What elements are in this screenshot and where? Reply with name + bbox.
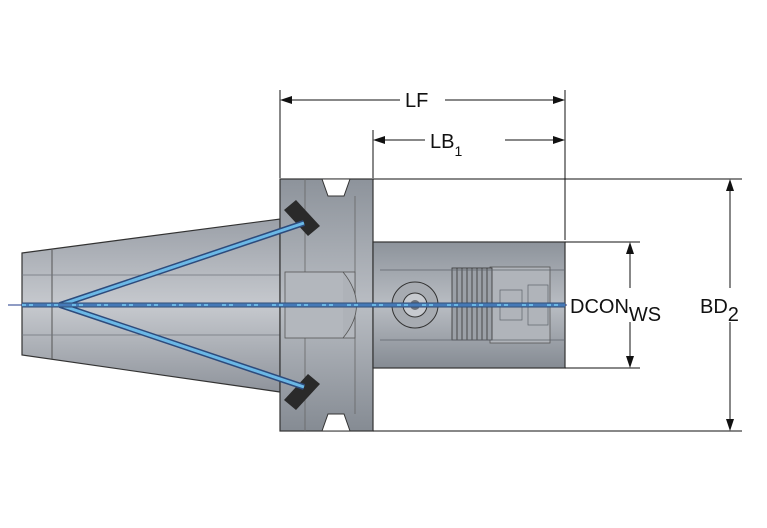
dimension-dcon-ws [565, 241, 640, 369]
label-bd2: BD2 [700, 296, 739, 326]
drive-key-top [284, 200, 320, 236]
v-groove-bottom [321, 413, 351, 432]
dimension-bd2 [373, 178, 742, 432]
label-lf: LF [405, 90, 428, 112]
v-groove [321, 178, 351, 197]
drive-key-bottom [284, 374, 320, 410]
dimension-lf [279, 90, 566, 240]
dimension-lb1 [372, 130, 565, 178]
label-dcon-ws: DCONWS [570, 296, 661, 326]
label-lb1: LB1 [430, 131, 462, 159]
